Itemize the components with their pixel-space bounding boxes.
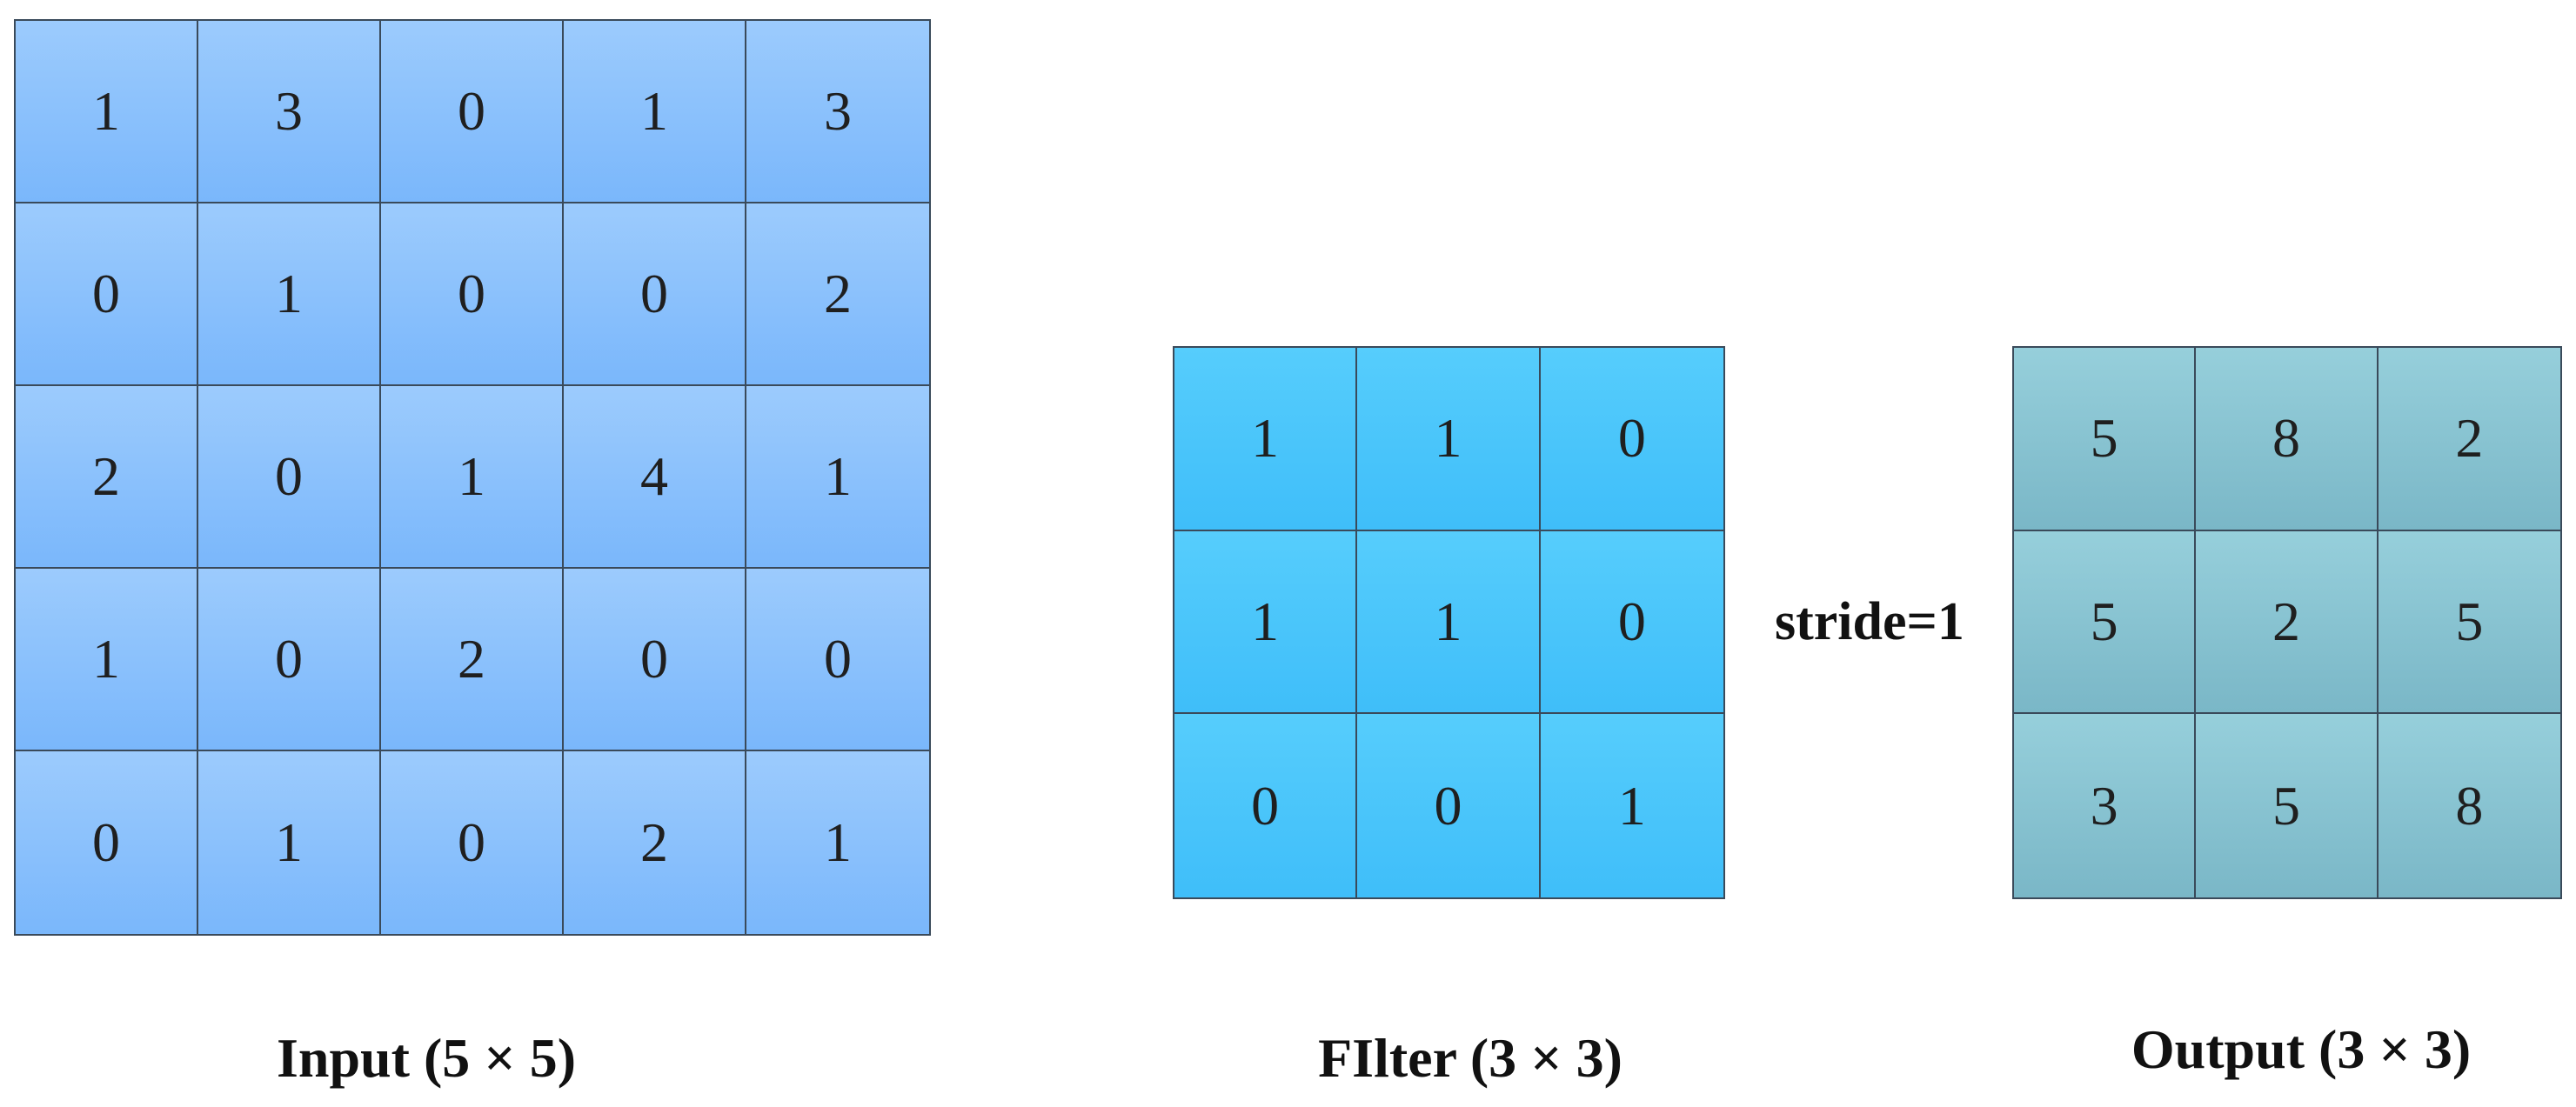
filter-cell-r0-c0: 1 [1174, 348, 1358, 531]
input-cell-r4-c0: 0 [16, 751, 198, 934]
input-cell-r2-c0: 2 [16, 386, 198, 569]
input-cell-r3-c0: 1 [16, 569, 198, 751]
filter-cell-r1-c2: 0 [1540, 530, 1723, 715]
input-cell-r4-c4: 1 [746, 751, 929, 934]
input-cell-r0-c2: 0 [381, 21, 564, 203]
output-cell-r1-c0: 5 [2014, 530, 2197, 715]
filter-cell-r1-c0: 1 [1174, 530, 1358, 715]
input-cell-r1-c2: 0 [381, 203, 564, 386]
input-cell-r1-c4: 2 [746, 203, 929, 386]
input-cell-r1-c3: 0 [564, 203, 746, 386]
output-cell-r0-c1: 8 [2196, 348, 2379, 531]
output-cell-r1-c2: 5 [2378, 530, 2560, 715]
input-cell-r2-c3: 4 [564, 386, 746, 569]
output-cell-r2-c1: 5 [2196, 714, 2379, 897]
input-cell-r3-c4: 0 [746, 569, 929, 751]
input-cell-r3-c2: 2 [381, 569, 564, 751]
input-cell-r1-c0: 0 [16, 203, 198, 386]
input-caption: Input (5 × 5) [276, 1027, 577, 1089]
filter-cell-r2-c2: 1 [1540, 714, 1723, 897]
output-cell-r0-c0: 5 [2014, 348, 2197, 531]
input-cell-r1-c1: 1 [198, 203, 381, 386]
input-cell-r0-c0: 1 [16, 21, 198, 203]
filter-caption: FIlter (3 × 3) [1318, 1027, 1623, 1089]
filter-cell-r1-c1: 1 [1357, 530, 1541, 715]
output-cell-r2-c0: 3 [2014, 714, 2197, 897]
filter-cell-r2-c1: 0 [1357, 714, 1541, 897]
input-cell-r0-c3: 1 [564, 21, 746, 203]
output-caption: Output (3 × 3) [2131, 1018, 2472, 1080]
input-cell-r0-c1: 3 [198, 21, 381, 203]
input-cell-r3-c1: 0 [198, 569, 381, 751]
output-cell-r2-c2: 8 [2378, 714, 2560, 897]
input-cell-r4-c1: 1 [198, 751, 381, 934]
filter-cell-r2-c0: 0 [1174, 714, 1358, 897]
filter-cell-r0-c1: 1 [1357, 348, 1541, 531]
input-cell-r2-c4: 1 [746, 386, 929, 569]
stride-label: stride=1 [1775, 592, 1964, 651]
output-cell-r0-c2: 2 [2378, 348, 2560, 531]
output-cell-r1-c1: 2 [2196, 530, 2379, 715]
input-cell-r0-c4: 3 [746, 21, 929, 203]
input-cell-r4-c3: 2 [564, 751, 746, 934]
input-cell-r4-c2: 0 [381, 751, 564, 934]
input-cell-r3-c3: 0 [564, 569, 746, 751]
input-cell-r2-c2: 1 [381, 386, 564, 569]
input-cell-r2-c1: 0 [198, 386, 381, 569]
filter-cell-r0-c2: 0 [1540, 348, 1723, 531]
